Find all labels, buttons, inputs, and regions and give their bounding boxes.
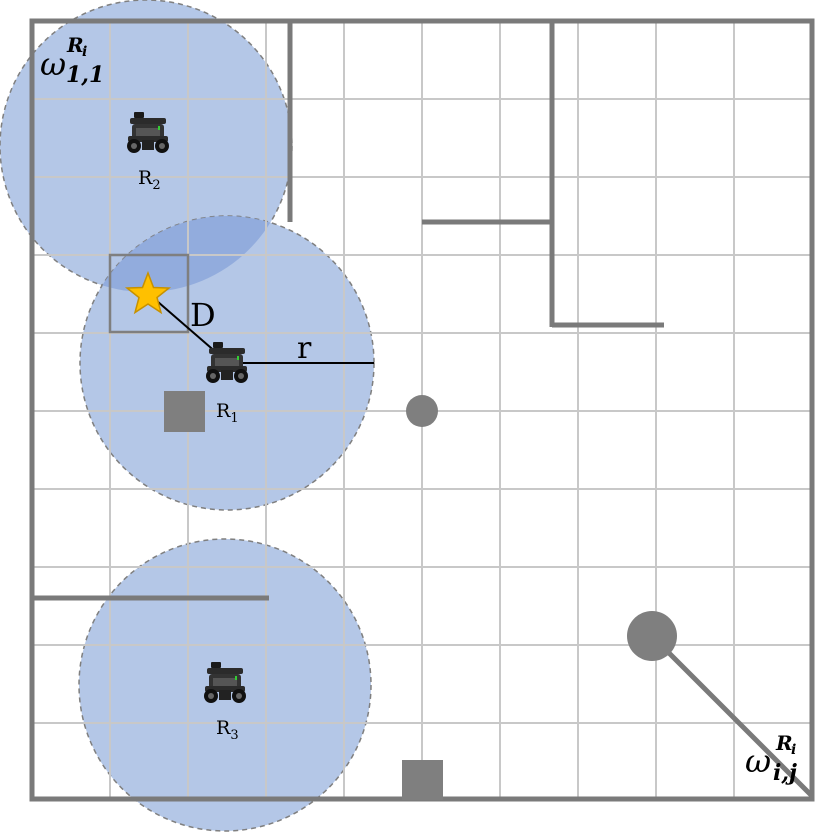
omega-label-bottom: ω R i i,j [745,731,797,786]
robot-label-r3: R3 [216,717,239,743]
turtlebot-robot-icon [206,342,248,383]
svg-text:i: i [82,44,87,60]
target-cell [108,253,190,334]
svg-text:i,j: i,j [773,760,797,786]
radius-label: r [297,331,312,366]
robot-label-r2: R2 [138,167,161,193]
obstacle-circle [627,611,677,661]
omega-label-top: ω R i 1,1 [40,33,104,88]
svg-text:R: R [775,731,793,755]
svg-text:1,1: 1,1 [66,62,104,88]
grid-lines [32,21,812,799]
svg-text:ω: ω [40,45,66,83]
distance-label: D [190,296,216,334]
turtlebot-robot-icon [204,662,246,703]
obstacle-square [402,760,443,800]
internal-walls [32,21,814,798]
svg-text:i: i [791,742,796,758]
svg-text:ω: ω [745,742,771,780]
svg-text:R: R [66,33,84,57]
obstacle-circle [406,395,438,427]
obstacle-square [164,391,205,432]
robot-label-r1: R1 [216,400,239,426]
turtlebot-robot-icon [127,112,169,153]
star-icon [124,270,172,315]
